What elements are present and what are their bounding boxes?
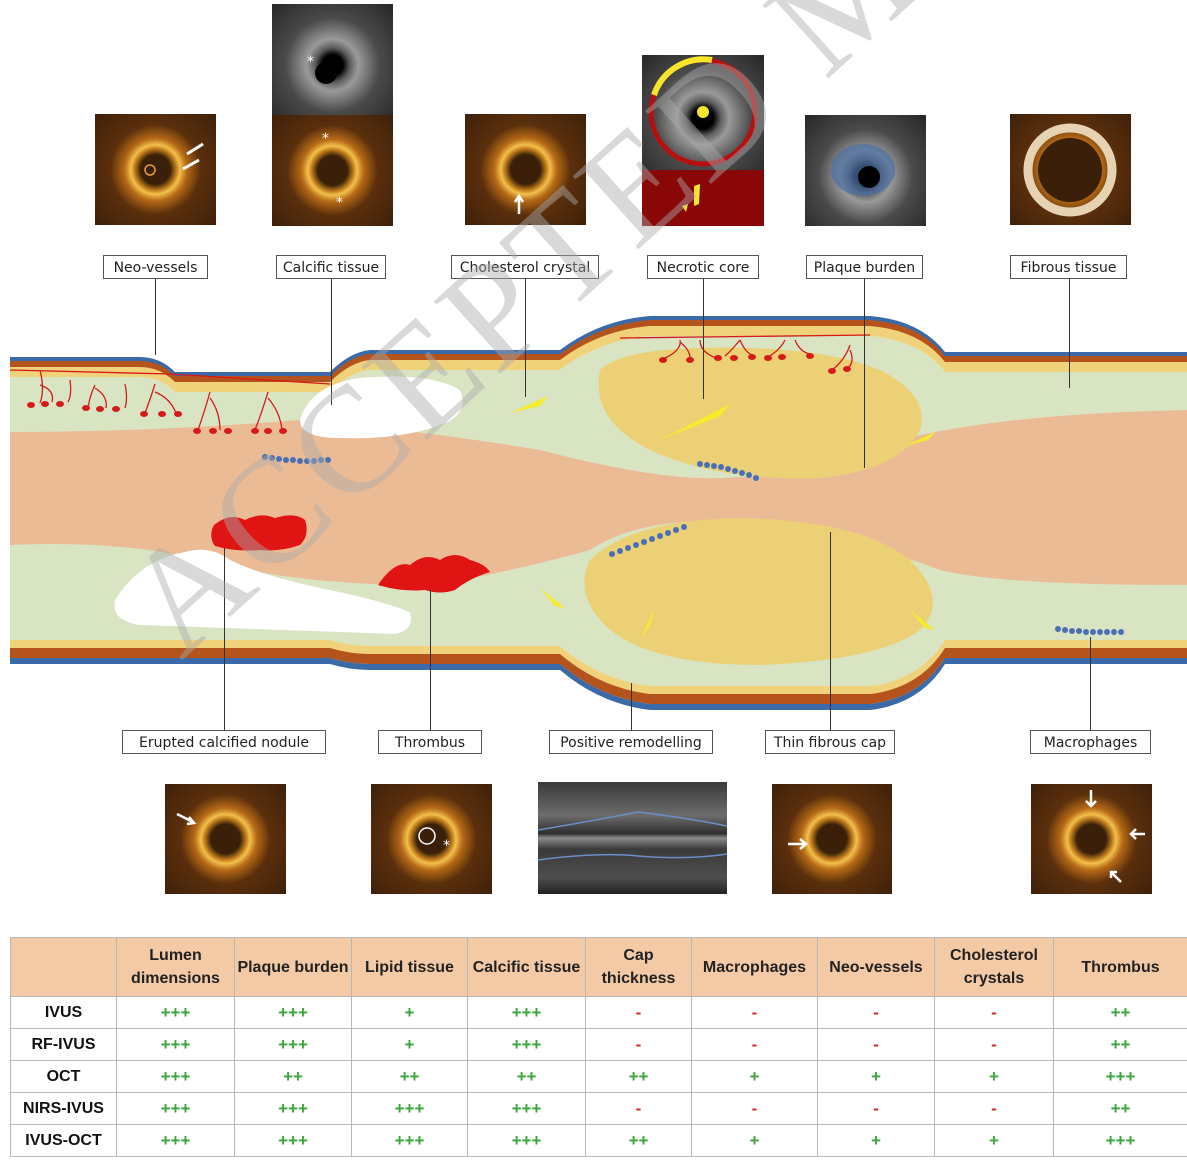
header-cell: Calcific tissue: [468, 938, 586, 997]
header-cell: Cholesterol crystals: [935, 938, 1054, 997]
rating-cell: ++: [352, 1061, 468, 1093]
header-cell: Neo-vessels: [818, 938, 935, 997]
oct-image-neo-vessels: [95, 114, 216, 225]
rating-cell: +++: [468, 997, 586, 1029]
oct-image-thrombus: *: [371, 784, 492, 894]
label-positive-remodelling: Positive remodelling: [549, 730, 713, 754]
oct-image-erupted-calcified-nodule: [165, 784, 286, 894]
rating-cell: +++: [117, 1029, 235, 1061]
rating-cell: -: [935, 1029, 1054, 1061]
label-erupted-calcified-nodule: Erupted calcified nodule: [122, 730, 326, 754]
rating-cell: -: [818, 1029, 935, 1061]
header-cell: Macrophages: [692, 938, 818, 997]
oct-image-thin-fibrous-cap: [772, 784, 892, 894]
oct-image-calcific-tissue: **: [272, 115, 393, 226]
header-cell: [11, 938, 117, 997]
header-cell: Lumen dimensions: [117, 938, 235, 997]
rating-cell: ++: [586, 1125, 692, 1157]
rating-cell: +++: [1054, 1061, 1187, 1093]
longitudinal-image-positive-remodelling: [538, 782, 727, 894]
modality-name-cell: NIRS-IVUS: [11, 1093, 117, 1125]
rating-cell: -: [692, 997, 818, 1029]
label-calcific-tissue: Calcific tissue: [276, 255, 386, 279]
label-macrophages: Macrophages: [1030, 730, 1151, 754]
rating-cell: +++: [468, 1125, 586, 1157]
header-cell: Lipid tissue: [352, 938, 468, 997]
svg-text:*: *: [322, 131, 329, 147]
rating-cell: +: [692, 1061, 818, 1093]
rating-cell: +: [935, 1061, 1054, 1093]
leader-thin-fibrous-cap: [830, 532, 831, 730]
rating-cell: -: [692, 1029, 818, 1061]
rating-cell: -: [692, 1093, 818, 1125]
rating-cell: +++: [352, 1125, 468, 1157]
rating-cell: +++: [468, 1093, 586, 1125]
rating-cell: ++: [1054, 997, 1187, 1029]
label-thrombus: Thrombus: [378, 730, 482, 754]
table-row: IVUS++++++++++----++: [11, 997, 1187, 1029]
rating-cell: +++: [235, 1029, 352, 1061]
rating-cell: +++: [352, 1093, 468, 1125]
rating-cell: +++: [117, 1061, 235, 1093]
svg-text:*: *: [336, 195, 343, 211]
rating-cell: +++: [117, 997, 235, 1029]
leader-macrophages: [1090, 637, 1091, 730]
modality-name-cell: IVUS: [11, 997, 117, 1029]
rating-cell: -: [818, 1093, 935, 1125]
rating-cell: ++: [468, 1061, 586, 1093]
oct-image-fibrous-tissue: [1010, 114, 1131, 225]
rating-cell: +++: [117, 1125, 235, 1157]
rating-cell: +++: [1054, 1125, 1187, 1157]
rating-cell: +: [352, 1029, 468, 1061]
rating-cell: -: [818, 997, 935, 1029]
leader-fibrous-tissue: [1069, 279, 1070, 388]
rating-cell: ++: [1054, 1029, 1187, 1061]
rating-cell: ++: [1054, 1093, 1187, 1125]
table-row: OCT+++++++++++++++++: [11, 1061, 1187, 1093]
rating-cell: -: [586, 997, 692, 1029]
header-cell: Thrombus: [1054, 938, 1187, 997]
oct-image-macrophages: [1031, 784, 1152, 894]
header-cell: Cap thickness: [586, 938, 692, 997]
rating-cell: +: [818, 1125, 935, 1157]
leader-positive-remodelling: [631, 683, 632, 730]
leader-necrotic-core: [703, 279, 704, 399]
header-cell: Plaque burden: [235, 938, 352, 997]
modality-comparison-table: Lumen dimensions Plaque burden Lipid tis…: [10, 937, 1187, 1157]
label-neo-vessels: Neo-vessels: [103, 255, 208, 279]
svg-text:*: *: [443, 838, 450, 854]
rating-cell: +++: [117, 1093, 235, 1125]
ivus-image-plaque-burden: [805, 115, 926, 226]
label-thin-fibrous-cap: Thin fibrous cap: [765, 730, 895, 754]
rating-cell: ++: [235, 1061, 352, 1093]
leader-plaque-burden: [864, 279, 865, 468]
svg-text:*: *: [307, 54, 314, 70]
rating-cell: -: [935, 997, 1054, 1029]
table-header-row: Lumen dimensions Plaque burden Lipid tis…: [11, 938, 1187, 997]
rating-cell: +: [818, 1061, 935, 1093]
rating-cell: +++: [468, 1029, 586, 1061]
table-row: IVUS-OCT++++++++++++++++++++: [11, 1125, 1187, 1157]
modality-name-cell: OCT: [11, 1061, 117, 1093]
rating-cell: +: [935, 1125, 1054, 1157]
leader-neo-vessels: [155, 279, 156, 355]
leader-thrombus: [430, 590, 431, 730]
rating-cell: -: [586, 1029, 692, 1061]
table-row: RF-IVUS++++++++++----++: [11, 1029, 1187, 1061]
label-plaque-burden: Plaque burden: [806, 255, 923, 279]
ivus-image-calcific-tissue: *: [272, 4, 393, 115]
rating-cell: +++: [235, 997, 352, 1029]
rating-cell: -: [586, 1093, 692, 1125]
modality-name-cell: IVUS-OCT: [11, 1125, 117, 1157]
rating-cell: +++: [235, 1093, 352, 1125]
rating-cell: +: [352, 997, 468, 1029]
table-row: NIRS-IVUS++++++++++++----++: [11, 1093, 1187, 1125]
modality-name-cell: RF-IVUS: [11, 1029, 117, 1061]
rating-cell: -: [935, 1093, 1054, 1125]
rating-cell: +++: [235, 1125, 352, 1157]
rating-cell: ++: [586, 1061, 692, 1093]
label-fibrous-tissue: Fibrous tissue: [1010, 255, 1127, 279]
rating-cell: +: [692, 1125, 818, 1157]
